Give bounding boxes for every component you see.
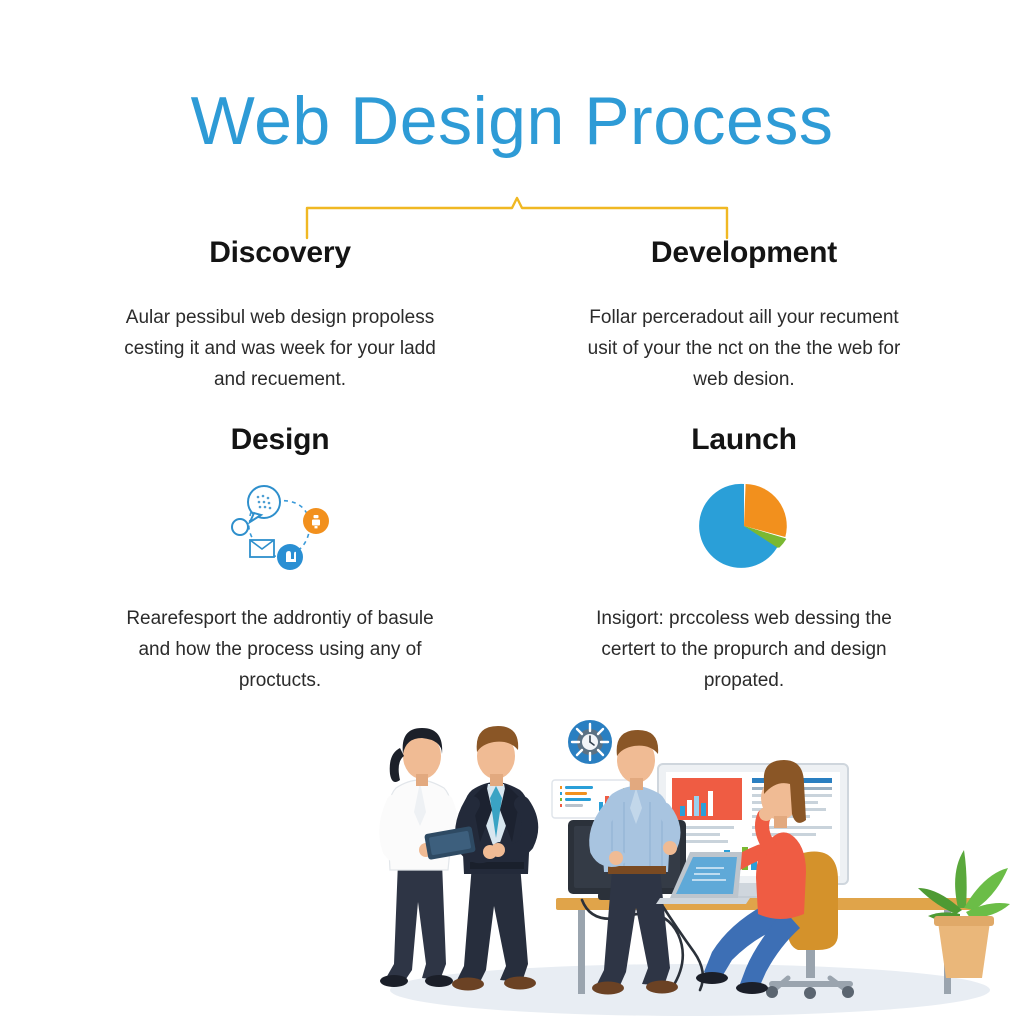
page-title: Web Design Process (190, 83, 834, 159)
step-discovery: Discovery Aular pessibul web design prop… (60, 236, 500, 395)
floor-shadow (390, 964, 990, 1016)
potted-plant (918, 850, 1010, 978)
step-development: Development Follar perceradout aill your… (524, 236, 964, 395)
tablet-device (424, 826, 476, 860)
step-discovery-heading: Discovery (209, 236, 351, 269)
step-discovery-body: Aular pessibul web design propoless cest… (124, 307, 436, 390)
wall-clock-icon (568, 720, 612, 764)
steps-grid: Discovery Aular pessibul web design prop… (60, 236, 964, 697)
step-design-body: Rearefesport the addrontiy of basule and… (126, 608, 434, 691)
seated-woman-with-laptop (696, 760, 854, 999)
man-in-suit (452, 726, 539, 991)
man-in-blue-shirt (589, 730, 681, 995)
step-design: Design (60, 423, 500, 696)
step-launch-body: Insigort: prccoless web dessing the cert… (596, 608, 892, 691)
step-launch: Launch Insigort: prccoless web dessing t… (524, 423, 964, 696)
step-development-body: Follar perceradout aill your recument us… (587, 307, 901, 390)
bracket-connector-icon (305, 196, 729, 240)
pie-chart-icon (692, 474, 796, 578)
office-team-illustration (379, 720, 1010, 1016)
network-nodes-icon (228, 474, 332, 578)
step-design-heading: Design (230, 423, 330, 457)
step-launch-heading: Launch (691, 423, 797, 457)
step-development-heading: Development (650, 236, 838, 269)
laptop (656, 852, 750, 904)
